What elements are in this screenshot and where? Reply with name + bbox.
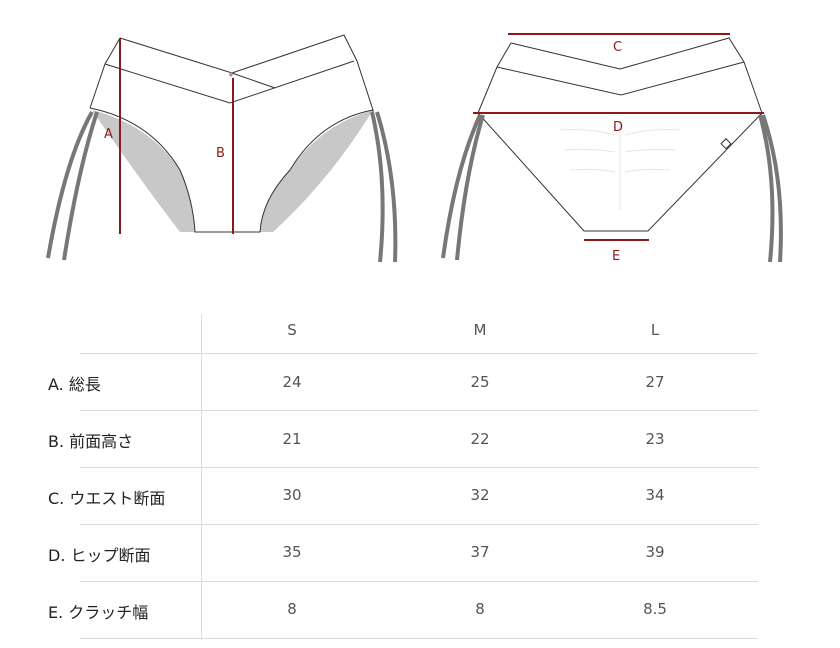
cell-l: 23 (645, 430, 665, 448)
cell-s: 24 (282, 373, 302, 391)
header-size-s: S (287, 321, 297, 339)
cell-m: 32 (470, 486, 490, 504)
cell-l: 39 (645, 543, 665, 561)
row-divider (80, 410, 758, 411)
cell-s: 8 (287, 600, 297, 618)
measure-label-b: B (216, 146, 225, 161)
cell-m: 37 (470, 543, 490, 561)
measure-label-a: A (104, 127, 113, 142)
cell-s: 35 (282, 543, 302, 561)
cell-m: 8 (475, 600, 485, 618)
cell-s: 21 (282, 430, 302, 448)
header-size-m: M (473, 321, 487, 339)
row-label: A. 総長 (48, 375, 101, 394)
cell-l: 8.5 (643, 600, 667, 618)
cell-s: 30 (282, 486, 302, 504)
row-divider (80, 524, 758, 525)
cell-l: 34 (645, 486, 665, 504)
row-divider (80, 638, 758, 639)
garment-illustration: A B C D E (46, 33, 783, 264)
measure-label-e: E (612, 249, 620, 264)
header-size-l: L (650, 321, 660, 339)
cell-m: 22 (470, 430, 490, 448)
back-view (441, 37, 783, 263)
table-divider (201, 314, 202, 640)
front-view (46, 34, 398, 263)
row-divider (80, 467, 758, 468)
measure-label-d: D (613, 120, 623, 135)
row-label: B. 前面高さ (48, 432, 134, 451)
row-label: E. クラッチ幅 (48, 603, 149, 622)
measure-label-c: C (613, 40, 622, 55)
row-divider (80, 581, 758, 582)
row-label: D. ヒップ断面 (48, 546, 151, 565)
row-divider (80, 353, 758, 354)
row-label: C. ウエスト断面 (48, 489, 166, 508)
cell-m: 25 (470, 373, 490, 391)
size-diagram: A B C D E (0, 0, 840, 290)
cell-l: 27 (645, 373, 665, 391)
